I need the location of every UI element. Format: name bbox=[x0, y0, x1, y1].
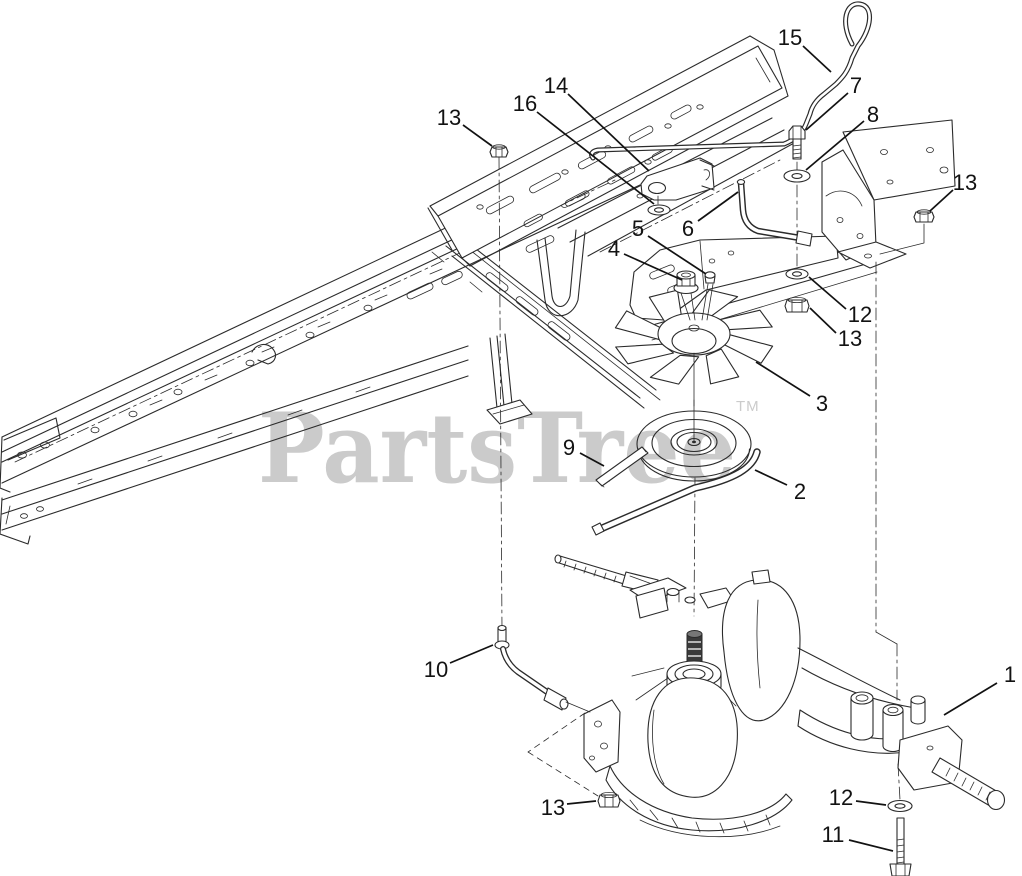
callout-1: 1 bbox=[1004, 662, 1016, 687]
bolt-7 bbox=[788, 125, 806, 140]
washer-12 bbox=[785, 268, 809, 280]
callout-12-bottom: 12 bbox=[829, 785, 853, 810]
callout-14: 14 bbox=[544, 73, 568, 98]
callout-9: 9 bbox=[563, 435, 575, 460]
washer-12-bottom bbox=[887, 799, 913, 813]
washer-16 bbox=[647, 204, 671, 216]
square-key-9 bbox=[595, 446, 649, 488]
callout-5: 5 bbox=[632, 216, 644, 241]
callout-4: 4 bbox=[608, 236, 620, 261]
callout-16: 16 bbox=[513, 91, 537, 116]
drive-belt bbox=[591, 448, 761, 536]
fan-nut-4 bbox=[673, 270, 699, 321]
frame-rails bbox=[0, 35, 956, 545]
nut-13-right bbox=[879, 209, 935, 255]
nut-13-topleft bbox=[489, 144, 509, 158]
bolt-11 bbox=[889, 817, 912, 876]
drive-pulley bbox=[636, 399, 752, 482]
fan-screw-5 bbox=[701, 271, 716, 321]
callout-10: 10 bbox=[424, 657, 448, 682]
right-mount-bracket bbox=[821, 119, 956, 269]
callout-2: 2 bbox=[794, 479, 806, 504]
mount-bolt-stack bbox=[783, 125, 811, 313]
callout-13-mid: 13 bbox=[838, 326, 862, 351]
nut-13-bottom bbox=[597, 792, 621, 808]
callout-13-right: 13 bbox=[953, 170, 977, 195]
callout-6: 6 bbox=[682, 216, 694, 241]
callouts: 13 16 14 15 7 8 13 6 5 4 12 13 3 9 2 10 bbox=[424, 25, 1016, 852]
callout-3: 3 bbox=[816, 391, 828, 416]
rod-10 bbox=[494, 624, 591, 713]
transaxle bbox=[494, 554, 1006, 876]
callout-12-mid: 12 bbox=[848, 302, 872, 327]
callout-13-topleft: 13 bbox=[437, 105, 461, 130]
callout-13-bottom: 13 bbox=[541, 795, 565, 820]
washer-8 bbox=[783, 169, 811, 183]
callout-15: 15 bbox=[778, 25, 802, 50]
callout-11: 11 bbox=[822, 822, 845, 847]
watermark-trademark: TM bbox=[736, 398, 760, 415]
frame-cross-member bbox=[431, 237, 661, 425]
center-lines bbox=[498, 156, 901, 801]
mount-strap-bracket bbox=[640, 157, 715, 216]
transmission-fan bbox=[614, 289, 774, 385]
callout-7: 7 bbox=[850, 73, 862, 98]
mount-towers bbox=[850, 691, 926, 753]
callout-8: 8 bbox=[867, 102, 879, 127]
bypass-rod bbox=[589, 1, 872, 161]
frame-rail-lower bbox=[0, 345, 469, 545]
u-rod bbox=[736, 179, 813, 247]
nut-13-mid bbox=[784, 296, 810, 313]
